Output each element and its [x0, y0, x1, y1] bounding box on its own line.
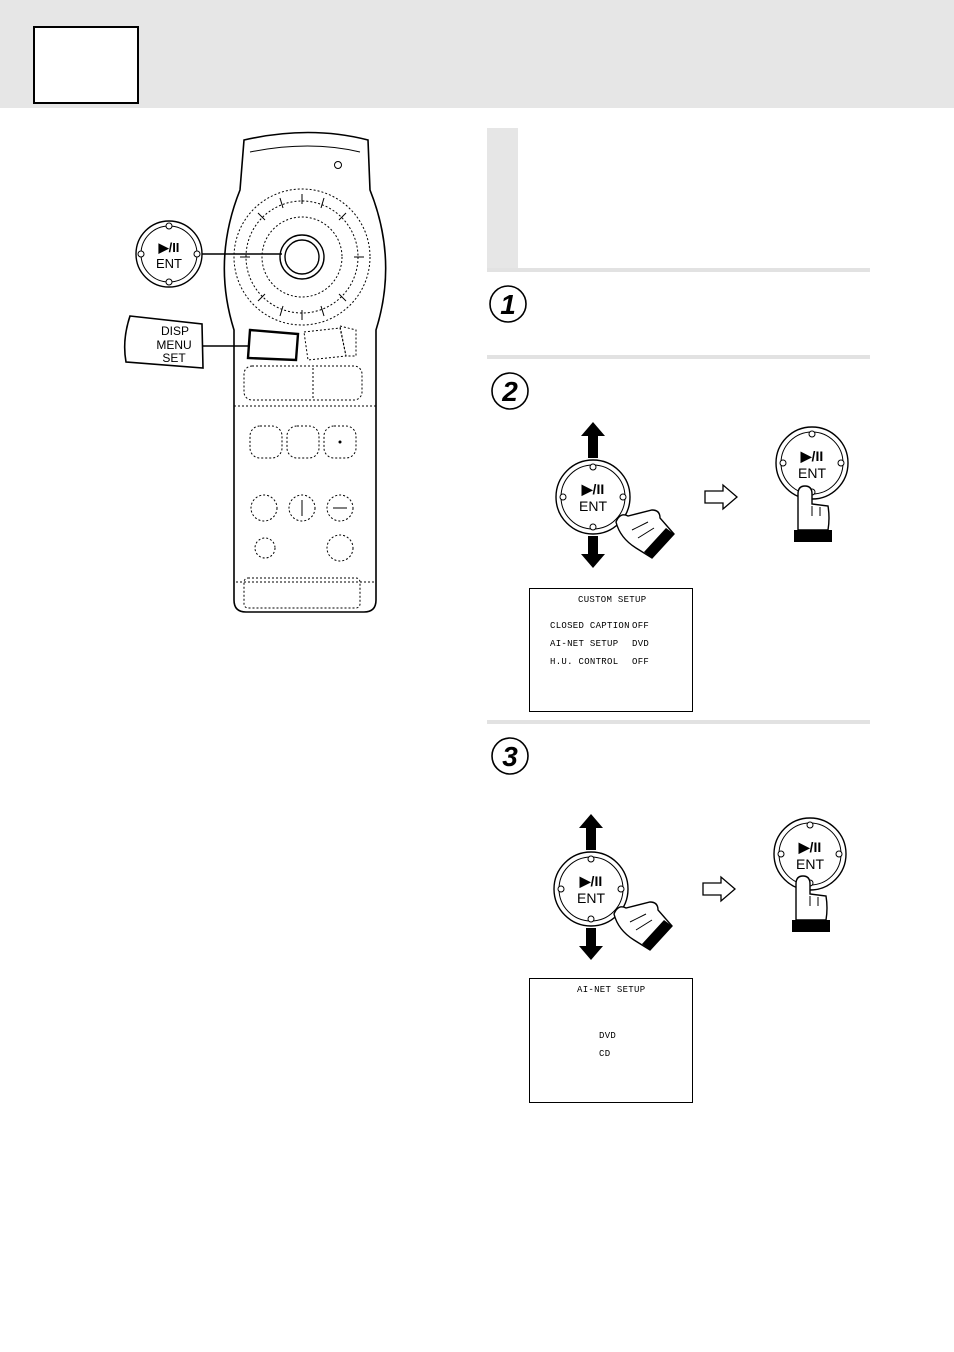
pressing-finger-icon: [792, 875, 830, 932]
screen-row-label: AI-NET SETUP: [550, 639, 619, 649]
svg-text:SET: SET: [162, 351, 186, 365]
svg-text:2: 2: [501, 376, 518, 407]
svg-text:▶/II: ▶/II: [800, 448, 823, 464]
screen-option: CD: [599, 1049, 611, 1059]
screen-row-label: H.U. CONTROL: [550, 657, 619, 667]
svg-text:ENT: ENT: [796, 856, 824, 872]
ainet-setup-screen: AI-NET SETUP DVD CD: [529, 978, 693, 1103]
next-arrow-icon: [702, 875, 736, 903]
screen-row-value: OFF: [632, 621, 650, 631]
custom-setup-screen: CUSTOM SETUP CLOSED CAPTION OFF AI-NET S…: [529, 588, 693, 712]
pointing-hand-icon: [613, 901, 673, 951]
step-3-joystick-illustration: ▶/II ENT: [553, 814, 673, 960]
screen-option: DVD: [599, 1031, 617, 1041]
svg-text:DISP: DISP: [161, 324, 189, 338]
jog-dial-outer: [233, 188, 371, 326]
disp-menu-set-callout: DISP MENU SET: [123, 315, 204, 369]
page-number-box: [33, 26, 139, 104]
screen-row-value: OFF: [632, 657, 650, 667]
pointing-hand-icon: [615, 509, 675, 559]
arrow-down-icon: [579, 928, 603, 960]
section-rule: [487, 720, 870, 724]
svg-text:▶/II: ▶/II: [798, 839, 821, 855]
section-rule: [487, 355, 870, 359]
menu-button-highlight: [246, 328, 300, 362]
step-2-joystick-illustration: ▶/II ENT: [555, 422, 675, 568]
header-band: [0, 0, 954, 108]
screen-title: AI-NET SETUP: [577, 985, 646, 995]
arrow-up-icon: [579, 814, 603, 850]
ent-callout: ▶/II ENT: [135, 220, 203, 288]
step-1-number-icon: 1: [489, 285, 527, 323]
svg-text:ENT: ENT: [798, 465, 826, 481]
svg-text:3: 3: [502, 741, 518, 772]
screen-title: CUSTOM SETUP: [578, 595, 647, 605]
pressing-finger-icon: [794, 485, 832, 542]
svg-text:▶/II: ▶/II: [579, 873, 602, 889]
step-2-press-ent-illustration: ▶/II ENT: [775, 426, 849, 542]
next-arrow-icon: [704, 483, 738, 511]
svg-text:▶/II: ▶/II: [581, 481, 604, 497]
svg-text:MENU: MENU: [156, 338, 191, 352]
section-rule: [487, 268, 870, 272]
step-2-number-icon: 2: [491, 372, 529, 410]
arrow-down-icon: [581, 536, 605, 568]
remote-control-illustration: ▶/II ENT DISP MENU SET: [123, 131, 387, 613]
play-pause-symbol: ▶/II: [158, 240, 180, 255]
ir-sensor-icon: [334, 161, 342, 169]
ent-label: ENT: [156, 256, 182, 271]
remote-body-outline: [223, 131, 387, 613]
svg-text:ENT: ENT: [579, 498, 607, 514]
svg-text:ENT: ENT: [577, 890, 605, 906]
intro-shade-bar: [487, 128, 518, 268]
arrow-up-icon: [581, 422, 605, 458]
step-3-number-icon: 3: [491, 737, 529, 775]
svg-text:1: 1: [500, 289, 516, 320]
screen-row-label: CLOSED CAPTION: [550, 621, 630, 631]
screen-row-value: DVD: [632, 639, 650, 649]
step-3-press-ent-illustration: ▶/II ENT: [773, 817, 847, 932]
